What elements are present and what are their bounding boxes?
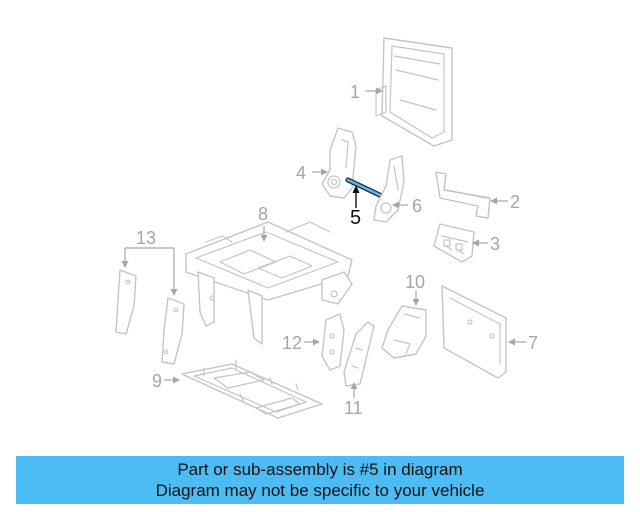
banner-line-disclaimer: Diagram may not be specific to your vehi… <box>155 481 485 500</box>
part-12-hinge-bracket <box>321 313 345 371</box>
svg-text:12: 12 <box>282 333 302 353</box>
banner-line-part-number: Part or sub-assembly is #5 in diagram <box>177 460 463 479</box>
part-3-bracket <box>433 223 475 263</box>
callout-9: 9 <box>152 371 180 391</box>
svg-text:13: 13 <box>136 228 156 248</box>
callout-4: 4 <box>296 163 328 183</box>
svg-text:7: 7 <box>528 333 538 353</box>
svg-text:3: 3 <box>490 234 500 254</box>
callout-11: 11 <box>344 382 363 418</box>
callout-5: 5 <box>350 185 361 229</box>
svg-text:4: 4 <box>296 163 306 183</box>
svg-text:1: 1 <box>350 82 360 102</box>
svg-text:2: 2 <box>510 192 520 212</box>
svg-text:9: 9 <box>152 371 162 391</box>
part-11-bracket <box>343 321 375 387</box>
part-6-recliner-right <box>373 155 405 223</box>
info-banner: Part or sub-assembly is #5 in diagram Di… <box>16 456 624 504</box>
svg-text:6: 6 <box>412 196 422 216</box>
svg-text:11: 11 <box>344 398 363 418</box>
part-5-rod-highlighted <box>345 177 389 201</box>
callout-2: 2 <box>490 192 520 212</box>
svg-text:5: 5 <box>350 207 361 229</box>
callout-1: 1 <box>350 82 383 102</box>
part-4-recliner-left <box>321 127 357 199</box>
part-1-seatback-frame <box>375 37 453 147</box>
callout-8: 8 <box>258 204 268 242</box>
part-9-under-tray <box>181 359 323 419</box>
callout-10: 10 <box>405 272 425 306</box>
callout-3: 3 <box>472 234 500 254</box>
parts-diagram: 1 4 5 6 2 <box>115 37 538 419</box>
part-7-side-panel <box>441 285 507 379</box>
callout-13: 13 <box>121 228 178 296</box>
part-13-side-trims <box>115 269 185 365</box>
svg-text:8: 8 <box>258 204 268 224</box>
callout-6: 6 <box>392 196 422 216</box>
callout-7: 7 <box>508 333 538 353</box>
callout-12: 12 <box>282 333 320 353</box>
part-2-cover <box>435 171 491 219</box>
svg-text:10: 10 <box>405 272 425 292</box>
part-8-seat-frame <box>185 221 353 345</box>
part-10-side-shield <box>381 305 427 359</box>
